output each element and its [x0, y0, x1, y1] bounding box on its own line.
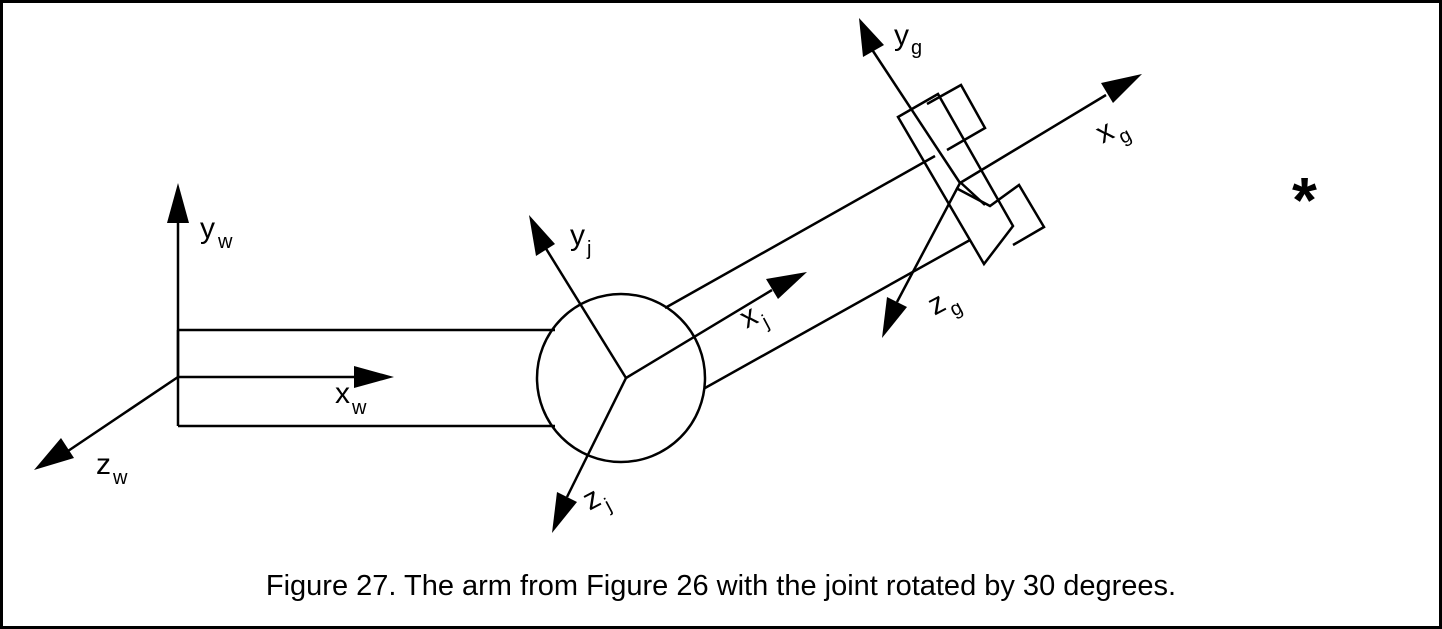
gripper-x-subscript: g — [1115, 124, 1135, 149]
joint-frame-axes — [529, 215, 807, 533]
world-z-label: z — [96, 448, 111, 481]
gripper-x-arrowhead — [1101, 74, 1142, 103]
joint-circle — [535, 292, 707, 464]
gripper-y-subscript: g — [911, 37, 922, 59]
joint-z-axis — [565, 377, 628, 498]
joint-x-label: x — [734, 299, 763, 335]
upper-arm-link — [664, 154, 971, 390]
world-y-label: y — [200, 212, 215, 245]
world-z-arrowhead — [34, 438, 74, 470]
gripper-y-arrowhead — [859, 18, 884, 57]
joint-y-label: y — [570, 219, 585, 252]
gripper-z-subscript: g — [946, 296, 966, 321]
world-x-label: x — [335, 377, 350, 410]
gripper-x-axis — [959, 93, 1107, 185]
world-frame-axes — [34, 183, 394, 470]
gripper-x-label: x — [1090, 114, 1119, 150]
gripper-z-arrowhead — [882, 297, 907, 338]
joint-y-axis — [543, 246, 628, 379]
world-x-subscript: w — [351, 397, 367, 419]
joint-z-arrowhead — [552, 492, 577, 533]
world-z-subscript: w — [112, 467, 128, 489]
world-z-axis — [67, 375, 179, 453]
joint-y-arrowhead — [529, 215, 555, 256]
world-y-arrowhead — [167, 183, 189, 223]
gripper-y-axis — [869, 47, 962, 184]
world-x-arrowhead — [354, 366, 394, 388]
asterisk-marker: * — [1292, 164, 1317, 236]
joint-x-subscript: j — [758, 311, 773, 333]
gripper-body — [896, 83, 1046, 267]
joint-y-subscript: j — [586, 238, 591, 260]
figure-caption: Figure 27. The arm from Figure 26 with t… — [265, 570, 1177, 602]
gripper-z-axis — [895, 182, 962, 303]
joint-x-axis — [625, 288, 773, 380]
gripper-frame-axes — [859, 18, 1142, 338]
gripper-y-label: y — [894, 19, 909, 52]
joint-x-arrowhead — [766, 272, 807, 299]
world-y-subscript: w — [217, 231, 233, 253]
